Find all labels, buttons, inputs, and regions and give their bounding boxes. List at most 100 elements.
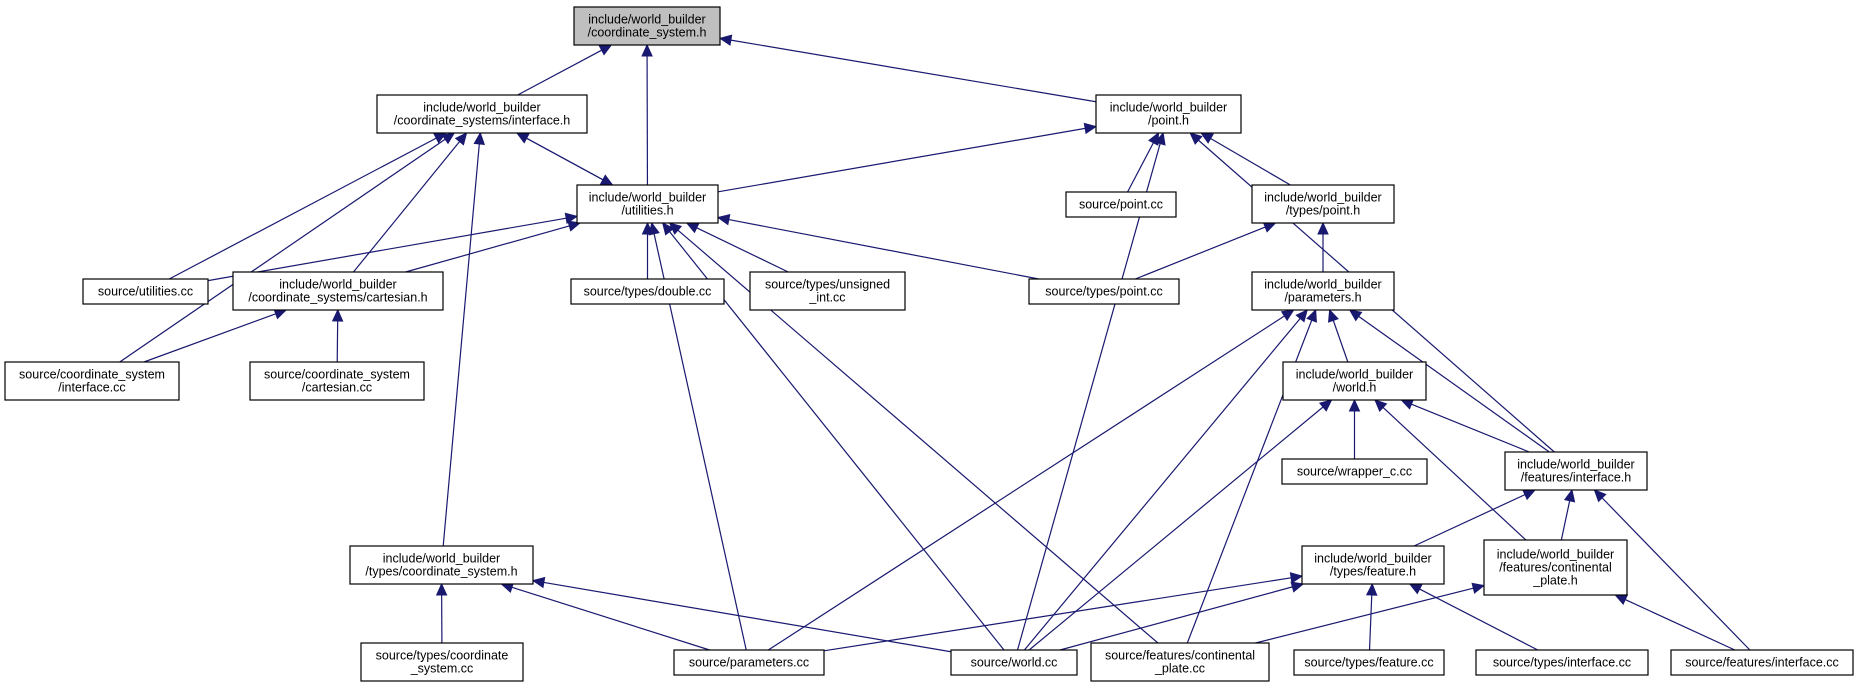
edge-n_fcp-to-n_fi — [1560, 500, 1571, 541]
node-source-types-interface-cc-label-line: source/types/interface.cc — [1493, 656, 1631, 670]
node-source-types-double-cc[interactable]: source/types/double.cc — [570, 278, 725, 305]
node-source-features-interface-cc-box — [1670, 649, 1854, 676]
arrowhead-n_spar-to-n_ut — [648, 221, 660, 236]
arrowhead-n_par-to-n_tpt — [1317, 221, 1329, 235]
node-source-features-interface-cc-label-line: source/features/interface.cc — [1685, 656, 1839, 670]
edge-n_sti-to-n_tf — [1419, 588, 1539, 651]
arrowhead-n_sti-to-n_tf — [1408, 583, 1423, 595]
edge-n_sw-to-n_pt — [1016, 143, 1161, 651]
node-parameters-h[interactable]: include/world_builder/parameters.h — [1251, 271, 1395, 311]
edge-n_csi-to-n_ut — [516, 132, 604, 181]
arrowhead-n_tcs-to-n_csi — [473, 131, 486, 145]
node-coordinate-systems-interface-h[interactable]: include/world_builder/coordinate_systems… — [376, 94, 588, 134]
edge-n_sfcp-to-n_fcp — [1255, 587, 1474, 644]
node-source-types-coordinate-system-cc[interactable]: source/types/coordinate_system.cc — [360, 642, 524, 682]
node-coordinate-system-h[interactable]: include/world_builder/coordinate_system.… — [573, 6, 721, 46]
node-source-parameters-cc-box — [673, 649, 825, 676]
arrowhead-n_sut-to-n_ut — [564, 212, 579, 224]
node-source-point-cc-label-line: source/point.cc — [1079, 198, 1163, 212]
node-source-coordinate-system-interface-cc[interactable]: source/coordinate_system/interface.cc — [4, 361, 180, 401]
arrowhead-n_wh-to-n_par — [1327, 308, 1339, 323]
node-world-h-label-line: include/world_builder — [1296, 368, 1413, 382]
node-source-features-continental-plate-cc[interactable]: source/features/continental_plate.cc — [1090, 642, 1270, 682]
node-source-features-interface-cc[interactable]: source/features/interface.cc — [1670, 649, 1854, 676]
node-parameters-h-label-line: /parameters.h — [1284, 291, 1361, 305]
edge-n_scsi-to-n_csi — [119, 138, 446, 363]
arrowhead-n_sfi-to-n_fcp — [1614, 594, 1629, 606]
arrowhead-n_pt-to-n_cs — [718, 34, 733, 46]
node-features-interface-h[interactable]: include/world_builder/features/interface… — [1504, 451, 1648, 491]
node-source-point-cc[interactable]: source/point.cc — [1065, 191, 1177, 218]
edge-n_tcs-to-n_csi — [442, 143, 480, 547]
node-coordinate-system-h-box — [573, 6, 721, 46]
node-world-h-box — [1282, 361, 1427, 401]
arrowhead-n_fi-to-n_par — [1348, 309, 1363, 322]
node-types-feature-h[interactable]: include/world_builder/types/feature.h — [1301, 545, 1445, 585]
edge-n_sw-to-n_par — [1023, 318, 1301, 651]
node-source-utilities-cc[interactable]: source/utilities.cc — [82, 278, 209, 305]
node-source-types-unsigned-int-cc-label-line: source/types/unsigned — [765, 278, 890, 292]
node-features-continental-plate-h[interactable]: include/world_builder/features/continent… — [1483, 539, 1628, 596]
edge-n_sfi-to-n_fcp — [1625, 599, 1736, 651]
node-source-coordinate-system-interface-cc-label-line: source/coordinate_system — [19, 368, 165, 382]
edge-n_wh-to-n_par — [1332, 320, 1349, 363]
edge-n_sw-to-n_ut — [669, 231, 1005, 651]
node-coordinate-systems-interface-h-box — [376, 94, 588, 134]
node-point-h-box — [1095, 94, 1242, 134]
node-source-wrapper-c-cc-box — [1281, 458, 1428, 485]
node-coordinate-systems-cartesian-h[interactable]: include/world_builder/coordinate_systems… — [232, 271, 444, 311]
node-source-point-cc-box — [1065, 191, 1177, 218]
arrowhead-n_cart-to-n_csi — [454, 132, 468, 146]
arrowhead-n_fi-to-n_wh — [1400, 398, 1415, 410]
node-source-types-feature-cc[interactable]: source/types/feature.cc — [1293, 649, 1445, 676]
node-types-point-h-label-line: include/world_builder — [1264, 191, 1381, 205]
node-source-features-continental-plate-cc-label-line: source/features/continental — [1105, 649, 1255, 663]
node-coordinate-systems-interface-h-label-line: include/world_builder — [423, 101, 540, 115]
node-utilities-h-label-line: include/world_builder — [589, 191, 706, 205]
edge-n_ut-to-n_pt — [717, 127, 1086, 193]
arrowhead-n_spar-to-n_tf — [1289, 572, 1304, 584]
node-types-coordinate-system-h-label-line: include/world_builder — [383, 552, 500, 566]
node-source-parameters-cc[interactable]: source/parameters.cc — [673, 649, 825, 676]
node-source-utilities-cc-label-line: source/utilities.cc — [98, 285, 193, 299]
node-source-features-continental-plate-cc-label-line: _plate.cc — [1154, 662, 1205, 676]
node-features-continental-plate-h-box — [1483, 539, 1628, 596]
edge-n_stpt-to-n_tpt — [1135, 226, 1266, 280]
node-types-point-h[interactable]: include/world_builder/types/point.h — [1251, 184, 1395, 224]
node-types-coordinate-system-h[interactable]: include/world_builder/types/coordinate_s… — [349, 545, 534, 585]
node-source-world-cc-box — [950, 649, 1078, 676]
node-source-features-continental-plate-cc-box — [1090, 642, 1270, 682]
edge-n_fi-to-n_wh — [1411, 403, 1530, 453]
arrowhead-n_sw-to-n_pt — [1154, 131, 1166, 146]
node-source-wrapper-c-cc[interactable]: source/wrapper_c.cc — [1281, 458, 1428, 485]
arrowhead-n_csi-to-n_ut — [599, 174, 614, 186]
node-features-interface-h-label-line: include/world_builder — [1517, 458, 1634, 472]
node-point-h-label-line: /point.h — [1148, 114, 1189, 128]
arrowhead-n_uint-to-n_ut — [685, 222, 700, 234]
node-utilities-h[interactable]: include/world_builder/utilities.h — [576, 184, 719, 224]
node-point-h[interactable]: include/world_builder/point.h — [1095, 94, 1242, 134]
arrowhead-n_stpt-to-n_ut — [716, 214, 731, 226]
node-source-types-unsigned-int-cc[interactable]: source/types/unsigned_int.cc — [749, 271, 906, 311]
node-world-h[interactable]: include/world_builder/world.h — [1282, 361, 1427, 401]
edge-n_spar-to-n_par — [767, 315, 1285, 651]
node-features-continental-plate-h-label-line: _plate.h — [1532, 574, 1578, 588]
node-features-interface-h-label-line: /features/interface.h — [1521, 471, 1632, 485]
node-source-types-double-cc-label-line: source/types/double.cc — [584, 285, 712, 299]
node-source-world-cc[interactable]: source/world.cc — [950, 649, 1078, 676]
node-types-point-h-box — [1251, 184, 1395, 224]
node-types-point-h-label-line: /types/point.h — [1286, 204, 1360, 218]
arrowhead-n_sw-to-n_ut — [661, 222, 675, 236]
node-source-types-double-cc-box — [570, 278, 725, 305]
node-types-coordinate-system-h-box — [349, 545, 534, 585]
node-features-continental-plate-h-label-line: /features/continental — [1499, 561, 1612, 575]
arrowhead-n_stpt-to-n_tpt — [1262, 221, 1277, 233]
edge-n_pt-to-n_cs — [730, 39, 1097, 103]
edge-n_cart-to-n_csi — [352, 141, 461, 273]
edge-n_fi-to-n_par — [1358, 315, 1550, 453]
node-source-coordinate-system-cartesian-cc[interactable]: source/coordinate_system/cartesian.cc — [249, 361, 425, 401]
node-source-types-point-cc[interactable]: source/types/point.cc — [1028, 278, 1180, 305]
node-types-coordinate-system-h-label-line: /types/coordinate_system.h — [365, 565, 517, 579]
node-source-types-interface-cc[interactable]: source/types/interface.cc — [1475, 649, 1649, 676]
node-source-world-cc-label-line: source/world.cc — [971, 656, 1058, 670]
